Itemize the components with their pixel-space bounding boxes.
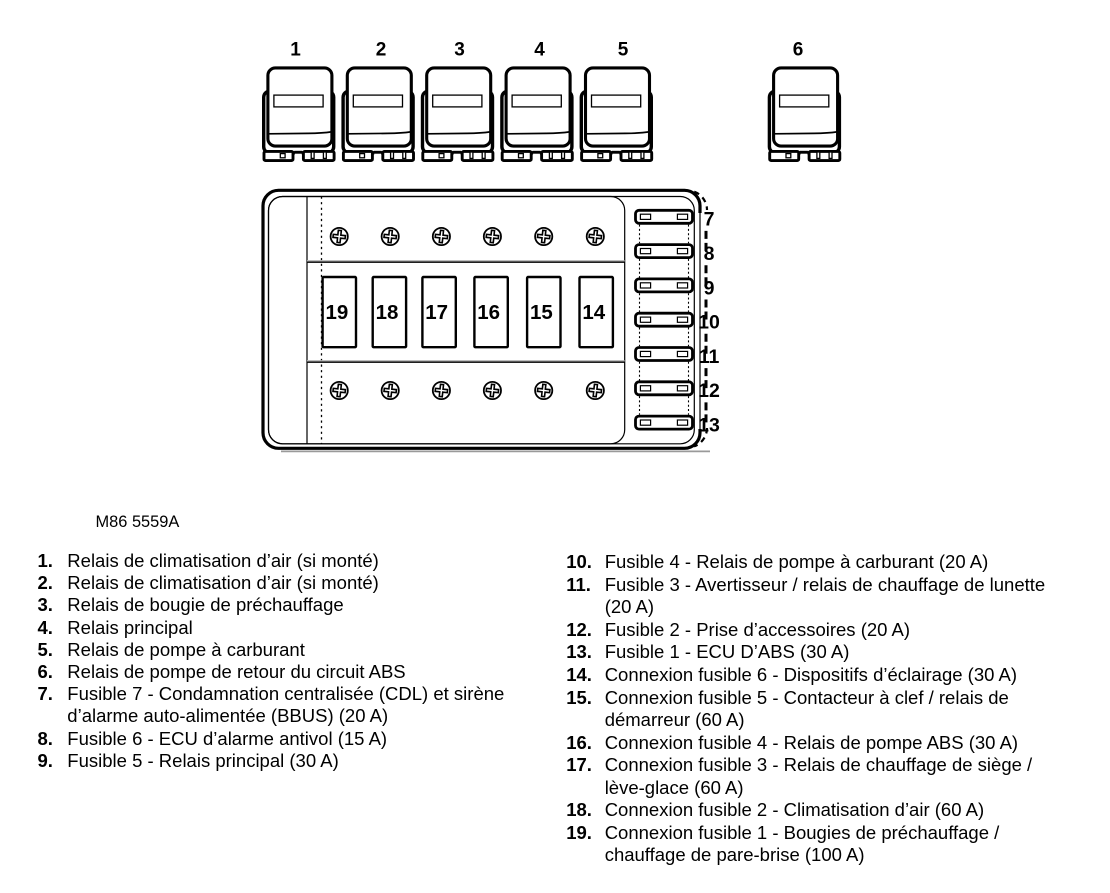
svg-text:3: 3 — [454, 40, 465, 61]
svg-text:16: 16 — [477, 301, 500, 324]
svg-text:18: 18 — [376, 301, 399, 324]
svg-text:10: 10 — [698, 312, 720, 334]
svg-text:7: 7 — [704, 209, 715, 231]
svg-text:13: 13 — [698, 415, 720, 437]
svg-text:9: 9 — [704, 277, 715, 299]
svg-text:5: 5 — [618, 40, 629, 61]
svg-text:17: 17 — [425, 301, 448, 324]
svg-text:4: 4 — [534, 40, 545, 61]
svg-text:15: 15 — [530, 301, 553, 324]
svg-text:19: 19 — [325, 301, 348, 324]
svg-text:8: 8 — [704, 243, 715, 265]
svg-text:6: 6 — [793, 40, 804, 61]
svg-text:12: 12 — [698, 380, 720, 402]
svg-text:11: 11 — [699, 346, 720, 368]
svg-text:2: 2 — [376, 40, 387, 61]
svg-text:14: 14 — [582, 301, 605, 324]
svg-text:1: 1 — [290, 40, 301, 61]
